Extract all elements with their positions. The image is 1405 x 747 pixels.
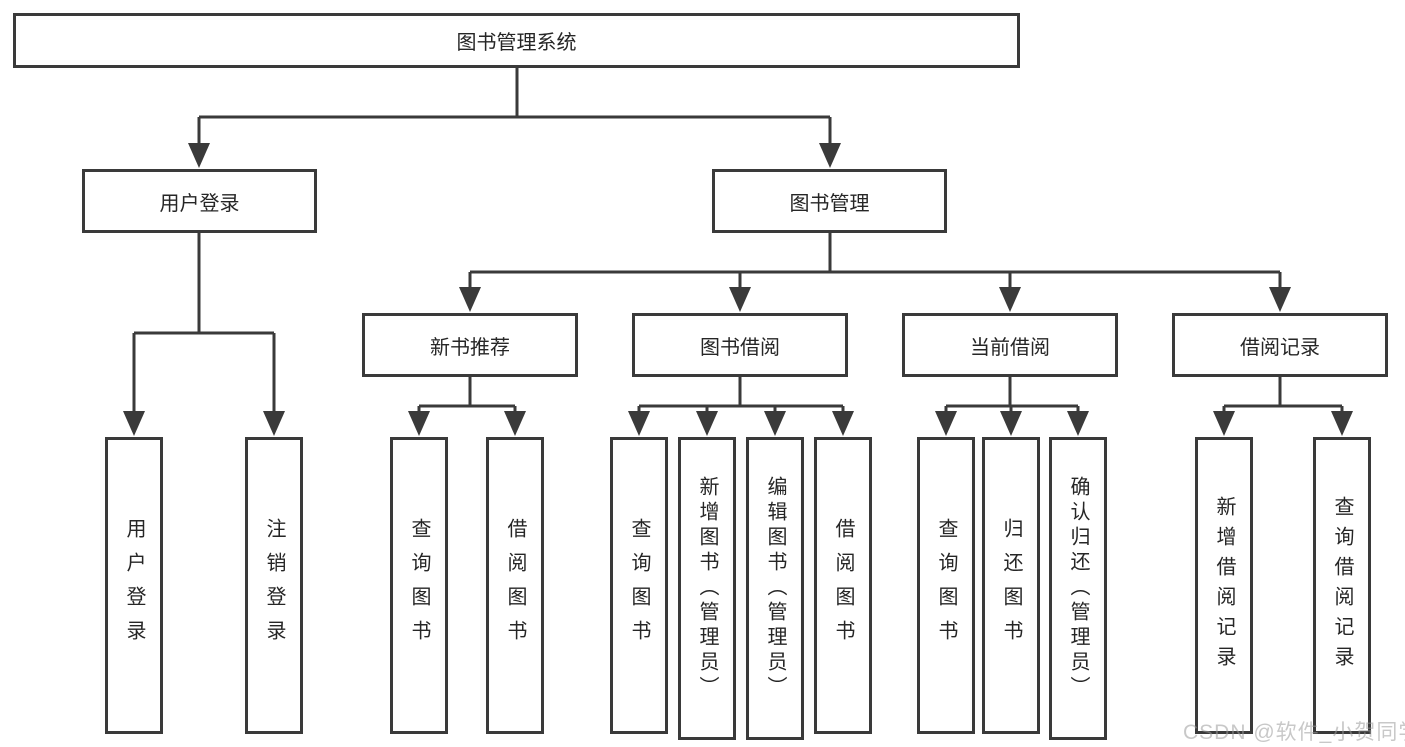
node-label: 查询图书 xyxy=(935,517,957,654)
node-new-book-recommend: 新书推荐 xyxy=(362,313,578,377)
node-label: 查询借阅记录 xyxy=(1331,495,1353,676)
arrowhead xyxy=(1000,411,1022,436)
leaf-add-book-admin: 新增图书（管理员） xyxy=(678,437,736,740)
node-label: 图书管理 xyxy=(789,192,870,215)
leaf-confirm-return-admin: 确认归还（管理员） xyxy=(1049,437,1107,740)
leaf-edit-book-admin: 编辑图书（管理员） xyxy=(746,437,804,740)
node-user-login: 用户登录 xyxy=(82,169,317,233)
connector-root-to-level2 xyxy=(188,67,841,168)
node-label: 借阅记录 xyxy=(1240,336,1320,359)
node-label: 新增借阅记录 xyxy=(1213,495,1235,676)
connector-user-login-branch xyxy=(123,233,285,436)
node-label: 确认归还（管理员） xyxy=(1067,476,1089,701)
arrowhead xyxy=(459,287,481,312)
leaf-add-borrow-record: 新增借阅记录 xyxy=(1195,437,1253,734)
node-label: 图书借阅 xyxy=(700,336,780,359)
leaf-query-borrow-record: 查询借阅记录 xyxy=(1313,437,1371,734)
arrowhead xyxy=(1213,411,1235,436)
arrowhead xyxy=(729,287,751,312)
node-label: 归还图书 xyxy=(1000,517,1022,654)
leaf-borrow-books-1: 借阅图书 xyxy=(486,437,544,734)
node-book-borrow: 图书借阅 xyxy=(632,313,848,377)
arrowhead xyxy=(1067,411,1089,436)
node-label: 编辑图书（管理员） xyxy=(764,476,786,701)
node-label: 用户登录 xyxy=(123,517,145,654)
arrowhead xyxy=(1269,287,1291,312)
node-label: 用户登录 xyxy=(159,192,240,215)
connector-new-book-branch xyxy=(408,377,526,436)
arrowhead xyxy=(123,411,145,436)
leaf-query-books-3: 查询图书 xyxy=(917,437,975,734)
arrowhead xyxy=(832,411,854,436)
arrowhead xyxy=(696,411,718,436)
connector-book-management-branch xyxy=(459,233,1291,312)
node-label: 新书推荐 xyxy=(430,336,510,359)
arrowhead xyxy=(819,143,841,168)
node-current-borrow: 当前借阅 xyxy=(902,313,1118,377)
node-label: 注销登录 xyxy=(263,517,285,654)
leaf-return-book: 归还图书 xyxy=(982,437,1040,734)
node-label: 查询图书 xyxy=(408,517,430,654)
node-label: 借阅图书 xyxy=(832,517,854,654)
leaf-borrow-books-2: 借阅图书 xyxy=(814,437,872,734)
arrowhead xyxy=(263,411,285,436)
arrowhead xyxy=(764,411,786,436)
leaf-user-login: 用户登录 xyxy=(105,437,163,734)
node-book-management: 图书管理 xyxy=(712,169,947,233)
leaf-logout: 注销登录 xyxy=(245,437,303,734)
node-label: 查询图书 xyxy=(628,517,650,654)
csdn-watermark: CSDN @软件_小贺同学 xyxy=(1183,721,1405,744)
node-label: 当前借阅 xyxy=(970,336,1050,359)
arrowhead xyxy=(935,411,957,436)
node-library-management-system: 图书管理系统 xyxy=(13,13,1020,68)
leaf-query-books-1: 查询图书 xyxy=(390,437,448,734)
node-borrow-record: 借阅记录 xyxy=(1172,313,1388,377)
arrowhead xyxy=(628,411,650,436)
connector-borrow-record-branch xyxy=(1213,377,1353,436)
arrowhead xyxy=(408,411,430,436)
arrowhead xyxy=(999,287,1021,312)
arrowhead xyxy=(188,143,210,168)
node-label: 借阅图书 xyxy=(504,517,526,654)
leaf-query-books-2: 查询图书 xyxy=(610,437,668,734)
node-label: 图书管理系统 xyxy=(456,32,577,54)
connector-book-borrow-branch xyxy=(628,377,854,436)
arrowhead xyxy=(1331,411,1353,436)
node-label: 新增图书（管理员） xyxy=(696,476,718,701)
arrowhead xyxy=(504,411,526,436)
connector-current-borrow-branch xyxy=(935,377,1089,436)
